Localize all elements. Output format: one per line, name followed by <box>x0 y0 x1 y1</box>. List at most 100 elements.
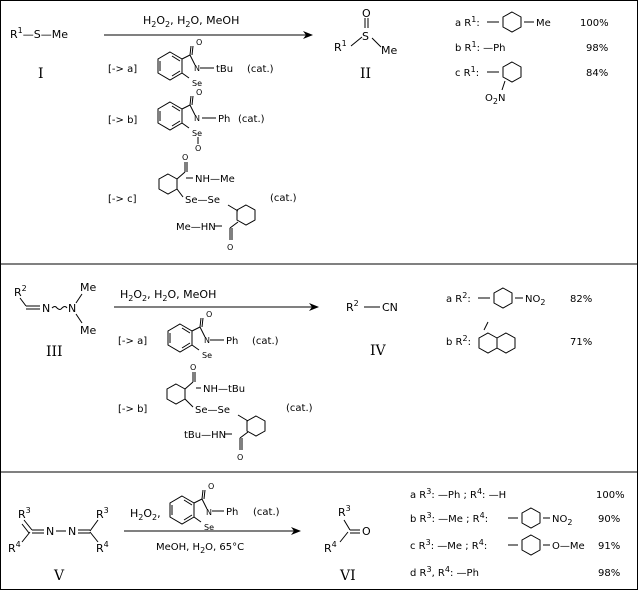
svg-text:a R2:: a R2: <box>446 291 471 305</box>
svg-text:O: O <box>208 482 214 491</box>
svg-text:NO2: NO2 <box>552 514 572 527</box>
svg-text:[-> c]: [-> c] <box>108 194 137 205</box>
conditions-3-top: H2O2, <box>130 507 161 522</box>
svg-text:Me—HN: Me—HN <box>176 222 216 233</box>
svg-text:Se: Se <box>202 351 212 360</box>
substrate-I: R1—S—Me I <box>10 26 68 82</box>
yield-2b: 71% <box>570 337 592 348</box>
svg-text:R4: R4 <box>8 540 21 555</box>
catalyst-1c: [-> c] O NH—Me Se—Se (cat.) O Me—HN <box>108 153 297 252</box>
svg-text:N: N <box>194 64 200 73</box>
svg-text:R2: R2 <box>346 299 359 314</box>
conditions-3-bottom: MeOH, H2O, 65°C <box>156 542 244 555</box>
svg-text:Me: Me <box>80 324 96 337</box>
svg-text:a R3: —Ph ; R4: —H: a R3: —Ph ; R4: —H <box>410 487 506 501</box>
yield-3d: 98% <box>598 568 620 579</box>
compound-number-VI: VI <box>339 568 356 584</box>
svg-text:O—Me: O—Me <box>552 541 585 552</box>
svg-text:d R3, R4: —Ph: d R3, R4: —Ph <box>410 565 479 579</box>
svg-text:[-> a]: [-> a] <box>108 64 137 75</box>
svg-text:c R1:: c R1: <box>455 65 479 79</box>
svg-text:R3: R3 <box>338 504 351 519</box>
svg-text:R3: R3 <box>18 506 31 521</box>
yield-2a: 82% <box>570 294 592 305</box>
svg-text:R2: R2 <box>14 284 27 299</box>
svg-text:b R2:: b R2: <box>446 334 471 348</box>
svg-text:O: O <box>195 144 201 153</box>
product-VI: R3 O R4 VI <box>324 504 371 584</box>
svg-text:NH—Me: NH—Me <box>195 174 235 185</box>
yield-3c: 91% <box>598 541 620 552</box>
catalyst-2a: [-> a] O N Se Ph (cat.) <box>118 310 279 360</box>
svg-text:b R3: —Me ; R4:: b R3: —Me ; R4: <box>410 511 488 525</box>
svg-text:(cat.): (cat.) <box>253 507 280 518</box>
catalyst-1a: [-> a] O N Se tBu (cat.) <box>108 38 274 88</box>
svg-text:O: O <box>182 153 188 162</box>
svg-text:NH—tBu: NH—tBu <box>203 384 245 395</box>
yield-1a: 100% <box>580 18 609 29</box>
conditions-2: H2O2, H2O, MeOH <box>120 288 216 303</box>
yield-3b: 90% <box>598 514 620 525</box>
svg-text:[-> a]: [-> a] <box>118 336 147 347</box>
product-IV: R2 CN IV <box>346 299 398 359</box>
catalyst-2b: [-> b] O NH—tBu Se—Se (cat.) O tBu—HN <box>118 363 313 462</box>
compound-number-IV: IV <box>370 343 387 359</box>
svg-text:Me: Me <box>381 44 397 57</box>
scheme-1: R1—S—Me I H2O2, H2O, MeOH [-> a] O N Se … <box>10 7 609 252</box>
svg-text:O: O <box>190 363 196 372</box>
svg-text:(cat.): (cat.) <box>238 114 265 125</box>
conditions-1: H2O2, H2O, MeOH <box>143 14 239 29</box>
svg-text:CN: CN <box>382 301 398 314</box>
svg-text:O2N: O2N <box>485 93 505 106</box>
scheme-2: R2 N N Me Me III H2O2, H2O, MeOH [-> a] … <box>14 281 592 462</box>
svg-text:Me: Me <box>536 18 551 29</box>
svg-text:(cat.): (cat.) <box>270 193 297 204</box>
svg-text:N: N <box>68 302 76 315</box>
svg-text:N: N <box>194 114 200 123</box>
svg-text:Me: Me <box>80 281 96 294</box>
svg-text:Se—Se: Se—Se <box>185 195 220 206</box>
svg-text:[-> b]: [-> b] <box>118 404 147 415</box>
svg-text:(cat.): (cat.) <box>247 64 274 75</box>
svg-text:R4: R4 <box>324 540 337 555</box>
svg-text:tBu: tBu <box>216 64 233 75</box>
compound-number-III: III <box>46 344 63 360</box>
svg-text:O: O <box>196 88 202 97</box>
svg-text:R4: R4 <box>96 540 109 555</box>
svg-text:Ph: Ph <box>226 336 238 347</box>
svg-text:Ph: Ph <box>226 507 238 518</box>
product-II: R1 S O Me II <box>334 7 397 82</box>
svg-text:Se: Se <box>192 79 202 88</box>
svg-text:Ph: Ph <box>218 114 230 125</box>
results-2: a R2: NO2 82% b R2: 71% <box>446 287 592 354</box>
svg-text:[-> b]: [-> b] <box>108 115 137 126</box>
compound-number-II: II <box>360 66 371 82</box>
svg-text:(cat.): (cat.) <box>286 403 313 414</box>
catalyst-1b: [-> b] O N Se O Ph (cat.) <box>108 88 265 153</box>
svg-text:Se—Se: Se—Se <box>195 405 230 416</box>
svg-text:R3: R3 <box>96 506 109 521</box>
compound-number-I: I <box>38 66 44 82</box>
svg-text:O: O <box>362 525 371 538</box>
yield-1c: 84% <box>586 68 608 79</box>
svg-text:tBu—HN: tBu—HN <box>184 430 226 441</box>
svg-text:R1—S—Me: R1—S—Me <box>10 26 68 41</box>
svg-text:a R1:: a R1: <box>455 15 480 29</box>
svg-text:c R3: —Me ; R4:: c R3: —Me ; R4: <box>410 538 487 552</box>
svg-text:O: O <box>362 7 371 20</box>
yield-3a: 100% <box>596 490 625 501</box>
svg-text:N: N <box>42 302 50 315</box>
scheme-3: R3 R4 N N R3 R4 V H2O2, MeOH, H2O, 65°C … <box>8 482 625 584</box>
svg-text:Se: Se <box>204 523 214 532</box>
svg-text:Se: Se <box>192 129 202 138</box>
svg-text:N: N <box>68 525 76 538</box>
svg-text:N: N <box>206 508 212 517</box>
svg-text:N: N <box>46 525 54 538</box>
svg-text:R1: R1 <box>334 39 347 54</box>
svg-text:O: O <box>206 310 212 319</box>
compound-number-V: V <box>53 568 65 584</box>
svg-text:O: O <box>196 38 202 47</box>
results-1: a R1: Me 100% b R1: —Ph 98% c R1: O2N 84… <box>455 11 609 106</box>
